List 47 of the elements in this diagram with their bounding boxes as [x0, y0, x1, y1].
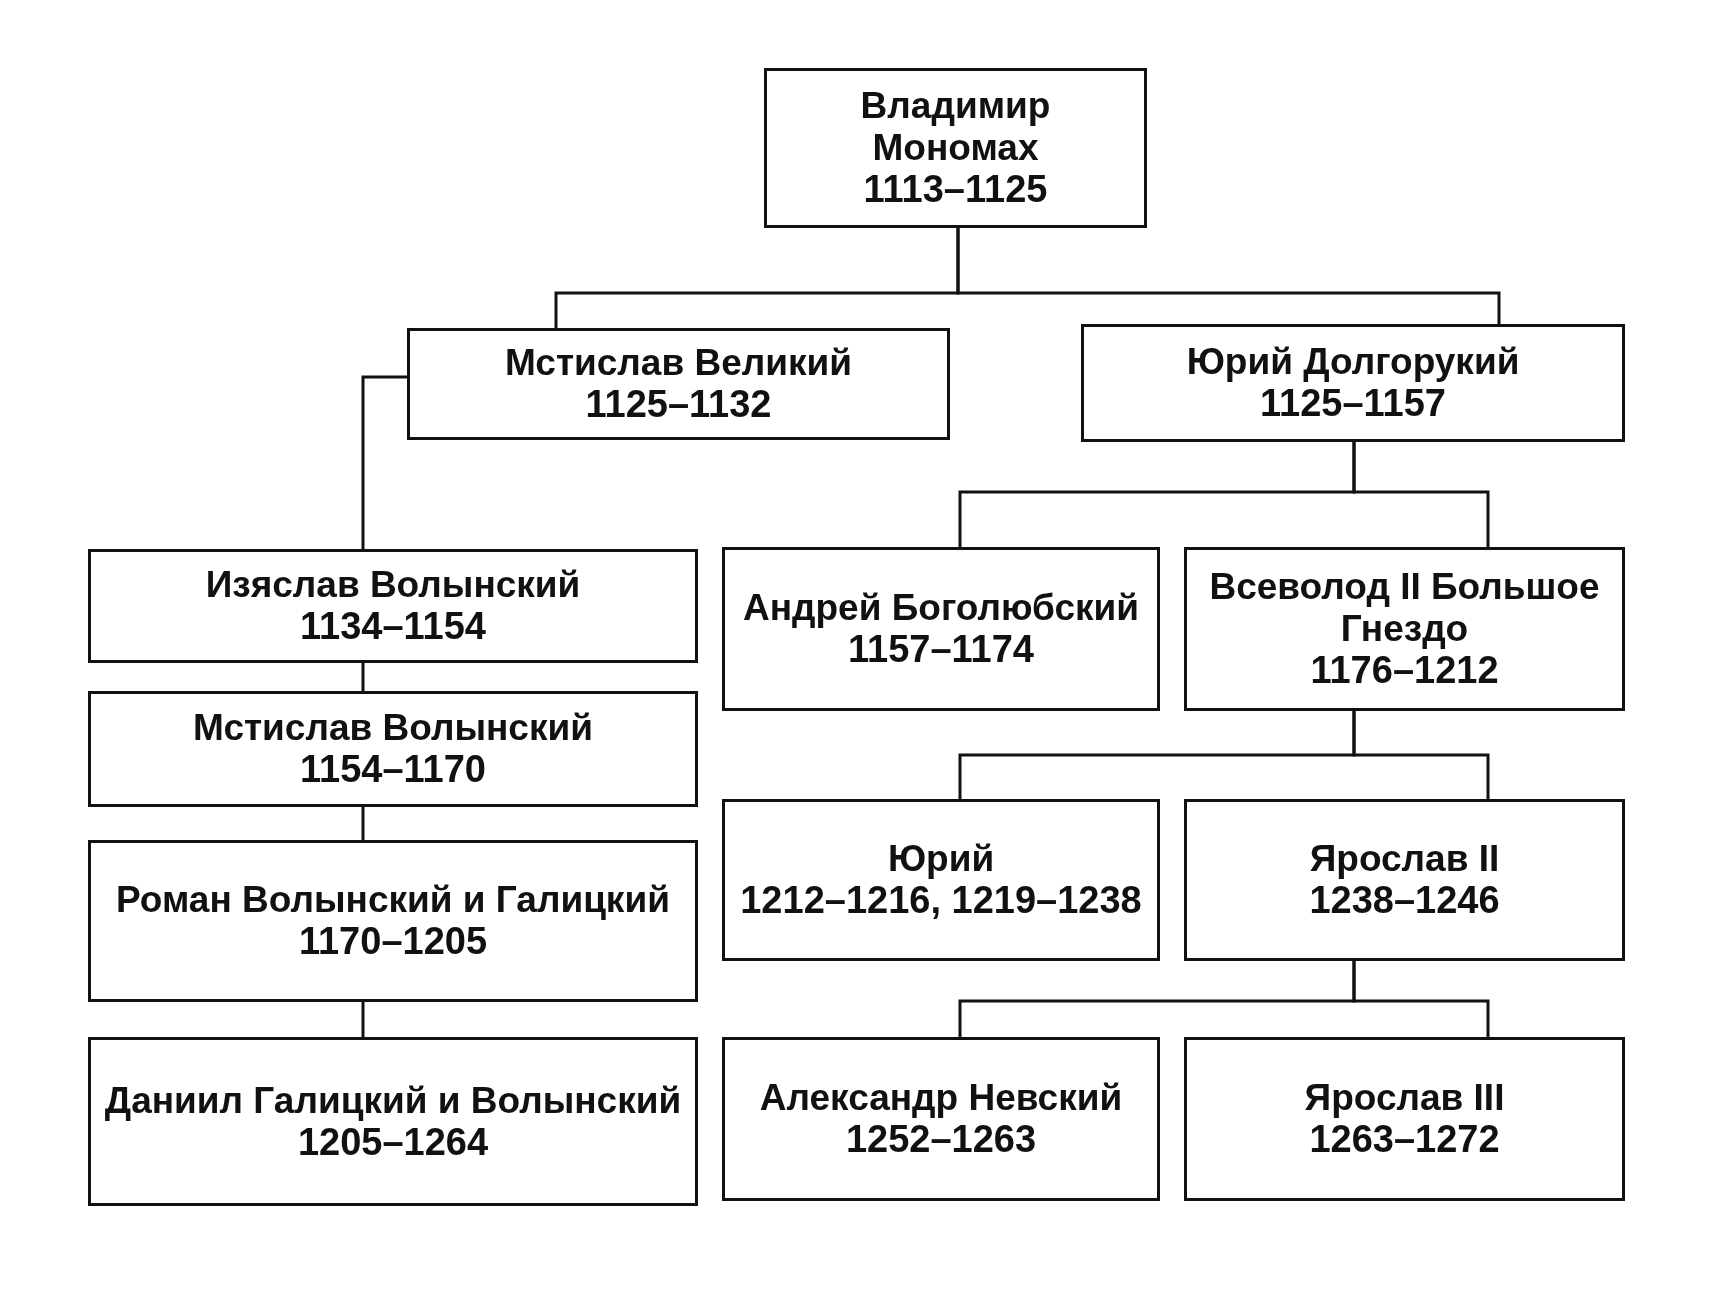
- ruler-name: Андрей Боголюбский: [742, 587, 1140, 629]
- ruler-box: [1184, 1037, 1625, 1201]
- connector-line: [1352, 442, 1490, 547]
- reign-years: 1212–1216, 1219–1238: [740, 879, 1142, 922]
- reign-years: 1125–1132: [585, 383, 772, 426]
- ruler-name: Юрий: [887, 838, 995, 880]
- ruler-box: [88, 691, 698, 807]
- ruler-box: [407, 328, 950, 440]
- connector-line: [361, 1002, 365, 1037]
- reign-years: 1134–1154: [300, 605, 486, 648]
- connector-line: [1352, 711, 1490, 799]
- reign-years: 1125–1157: [1260, 382, 1446, 425]
- ruler-box: [88, 1037, 698, 1206]
- connector-line: [361, 807, 365, 840]
- ruler-name: Всеволод II Большое Гнездо: [1208, 566, 1601, 650]
- reign-years: 1263–1272: [1309, 1118, 1500, 1161]
- ruler-box: [722, 799, 1160, 961]
- ruler-box: [722, 547, 1160, 711]
- connector-line: [361, 663, 365, 691]
- ruler-name: Ярослав III: [1304, 1077, 1505, 1119]
- reign-years: 1176–1212: [1310, 649, 1499, 692]
- reign-years: 1154–1170: [300, 748, 486, 791]
- ruler-box: [764, 68, 1147, 228]
- ruler-name: Владимир Мономах: [859, 85, 1052, 169]
- reign-years: 1113–1125: [863, 168, 1048, 211]
- ruler-name: Ярослав II: [1309, 838, 1500, 880]
- connector-line: [956, 228, 1501, 324]
- connector-line: [1352, 961, 1490, 1037]
- ruler-box: [88, 840, 698, 1002]
- reign-years: 1205–1264: [297, 1120, 489, 1164]
- ruler-name: Роман Волынский и Галицкий: [116, 879, 670, 921]
- ruler-name: Изяслав Волынский: [205, 564, 581, 606]
- reign-years: 1238–1246: [1309, 879, 1500, 922]
- ruler-name: Юрий Долгорукий: [1186, 341, 1520, 383]
- ruler-name: Александр Невский: [759, 1077, 1123, 1119]
- connector-line: [361, 375, 407, 549]
- ruler-box: [1081, 324, 1625, 442]
- ruler-box: [1184, 547, 1625, 711]
- ruler-name: Мстислав Великий: [505, 342, 852, 384]
- ruler-box: [722, 1037, 1160, 1201]
- ruler-box: [88, 549, 698, 663]
- reign-years: 1157–1174: [848, 628, 1034, 671]
- ruler-box: [1184, 799, 1625, 961]
- ruler-name: Мстислав Волынский: [193, 707, 593, 749]
- ruler-name: Даниил Галицкий и Волынский: [104, 1079, 682, 1121]
- reign-years: 1170–1205: [298, 920, 488, 963]
- reign-years: 1252–1263: [845, 1118, 1037, 1161]
